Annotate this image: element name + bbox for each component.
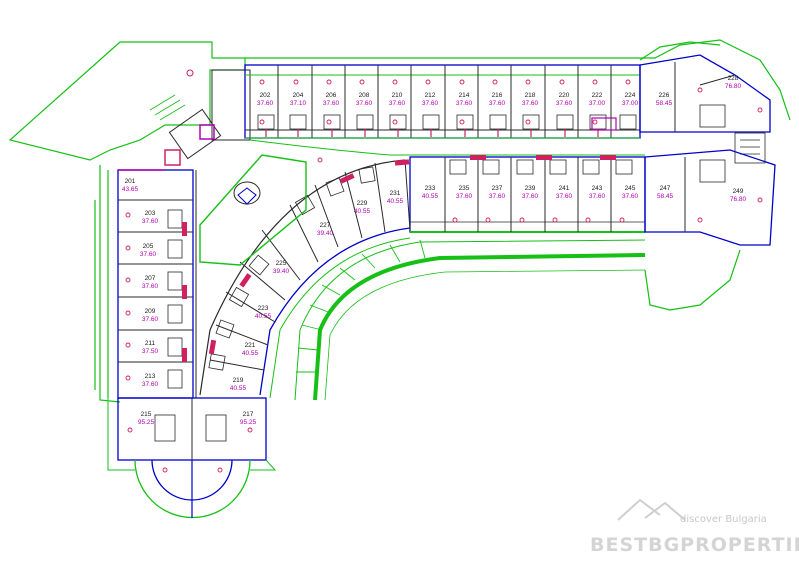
room-number-212: 212	[425, 92, 436, 99]
room-area-249: 76.80	[730, 196, 747, 203]
watermark-brand: BESTBGPROPERTIES	[590, 534, 799, 556]
room-area-241: 37.60	[556, 193, 573, 200]
room-labels: 20237.6020437.1020637.6020837.6021037.60…	[122, 75, 747, 426]
room-area-239: 37.60	[522, 193, 539, 200]
room-area-208: 37.60	[356, 100, 373, 107]
curved-wing	[199, 159, 646, 401]
room-number-206: 206	[326, 92, 337, 99]
room-area-203: 37.60	[142, 218, 159, 225]
room-area-222: 37.00	[589, 100, 606, 107]
room-area-231: 40.55	[387, 198, 404, 205]
room-number-237: 237	[492, 185, 503, 192]
room-area-223: 40.55	[255, 313, 272, 320]
room-number-221: 221	[245, 342, 256, 349]
room-area-210: 37.60	[389, 100, 406, 107]
room-number-215: 215	[141, 411, 152, 418]
room-area-219: 40.55	[230, 385, 247, 392]
room-area-227: 39.40	[317, 230, 334, 237]
room-number-245: 245	[625, 185, 636, 192]
room-number-243: 243	[592, 185, 603, 192]
room-number-249: 249	[733, 188, 744, 195]
room-number-214: 214	[459, 92, 470, 99]
room-area-245: 37.60	[622, 193, 639, 200]
room-area-237: 37.60	[489, 193, 506, 200]
room-area-233: 40.55	[422, 193, 439, 200]
lower-right-wing	[409, 149, 776, 246]
room-area-225: 39.40	[273, 268, 290, 275]
corridor	[245, 137, 645, 156]
room-area-224: 37.00	[622, 100, 639, 107]
room-area-212: 37.60	[422, 100, 439, 107]
room-area-228: 76.80	[725, 83, 742, 90]
room-area-221: 40.55	[242, 350, 259, 357]
room-number-217: 217	[243, 411, 254, 418]
room-number-239: 239	[525, 185, 536, 192]
room-number-226: 226	[659, 92, 670, 99]
room-area-204: 37.10	[290, 100, 307, 107]
room-area-211: 37.50	[142, 348, 159, 355]
room-number-208: 208	[359, 92, 370, 99]
room-area-243: 37.60	[589, 193, 606, 200]
lobby-planter	[199, 154, 307, 266]
room-number-213: 213	[145, 373, 156, 380]
room-area-216: 37.60	[489, 100, 506, 107]
room-number-222: 222	[592, 92, 603, 99]
room-area-226: 58.45	[656, 100, 673, 107]
room-number-229: 229	[357, 200, 368, 207]
fixture-markers	[125, 79, 763, 473]
room-number-233: 233	[425, 185, 436, 192]
room-number-228: 228	[728, 75, 739, 82]
room-number-210: 210	[392, 92, 403, 99]
room-number-223: 223	[258, 305, 269, 312]
watermark: discover Bulgaria BESTBGPROPERTIES	[590, 498, 799, 556]
room-number-202: 202	[260, 92, 271, 99]
room-area-235: 37.60	[456, 193, 473, 200]
room-number-231: 231	[390, 190, 401, 197]
room-number-225: 225	[276, 260, 287, 267]
room-number-219: 219	[233, 377, 244, 384]
room-area-214: 37.60	[456, 100, 473, 107]
outer-terrace-outline	[8, 39, 791, 403]
watermark-tagline: discover Bulgaria	[680, 514, 767, 525]
room-area-202: 37.60	[257, 100, 274, 107]
bottom-block	[107, 397, 277, 519]
room-area-206: 37.60	[323, 100, 340, 107]
room-area-205: 37.60	[140, 251, 157, 258]
upper-wing	[211, 54, 771, 141]
room-number-220: 220	[559, 92, 570, 99]
room-area-201: 43.65	[122, 186, 139, 193]
room-number-247: 247	[660, 185, 671, 192]
stair-core-left	[149, 69, 222, 166]
room-area-215: 95.25	[138, 419, 155, 426]
room-number-235: 235	[459, 185, 470, 192]
room-area-229: 40.55	[354, 208, 371, 215]
room-number-207: 207	[145, 275, 156, 282]
room-number-205: 205	[143, 243, 154, 250]
stair-core-right	[734, 132, 766, 164]
room-number-211: 211	[145, 340, 156, 347]
room-number-216: 216	[492, 92, 503, 99]
room-area-207: 37.60	[142, 283, 159, 290]
left-wing	[107, 169, 197, 399]
house-logo-icon	[617, 498, 686, 521]
room-area-213: 37.60	[142, 381, 159, 388]
room-number-203: 203	[145, 210, 156, 217]
room-number-224: 224	[625, 92, 636, 99]
room-number-227: 227	[320, 222, 331, 229]
room-area-209: 37.60	[142, 316, 159, 323]
room-area-217: 95.25	[240, 419, 257, 426]
room-number-201: 201	[125, 178, 136, 185]
room-number-209: 209	[145, 308, 156, 315]
room-number-204: 204	[293, 92, 304, 99]
room-area-218: 37.60	[522, 100, 539, 107]
room-number-218: 218	[525, 92, 536, 99]
room-area-247: 58.45	[657, 193, 674, 200]
room-area-220: 37.60	[556, 100, 573, 107]
room-number-241: 241	[559, 185, 570, 192]
